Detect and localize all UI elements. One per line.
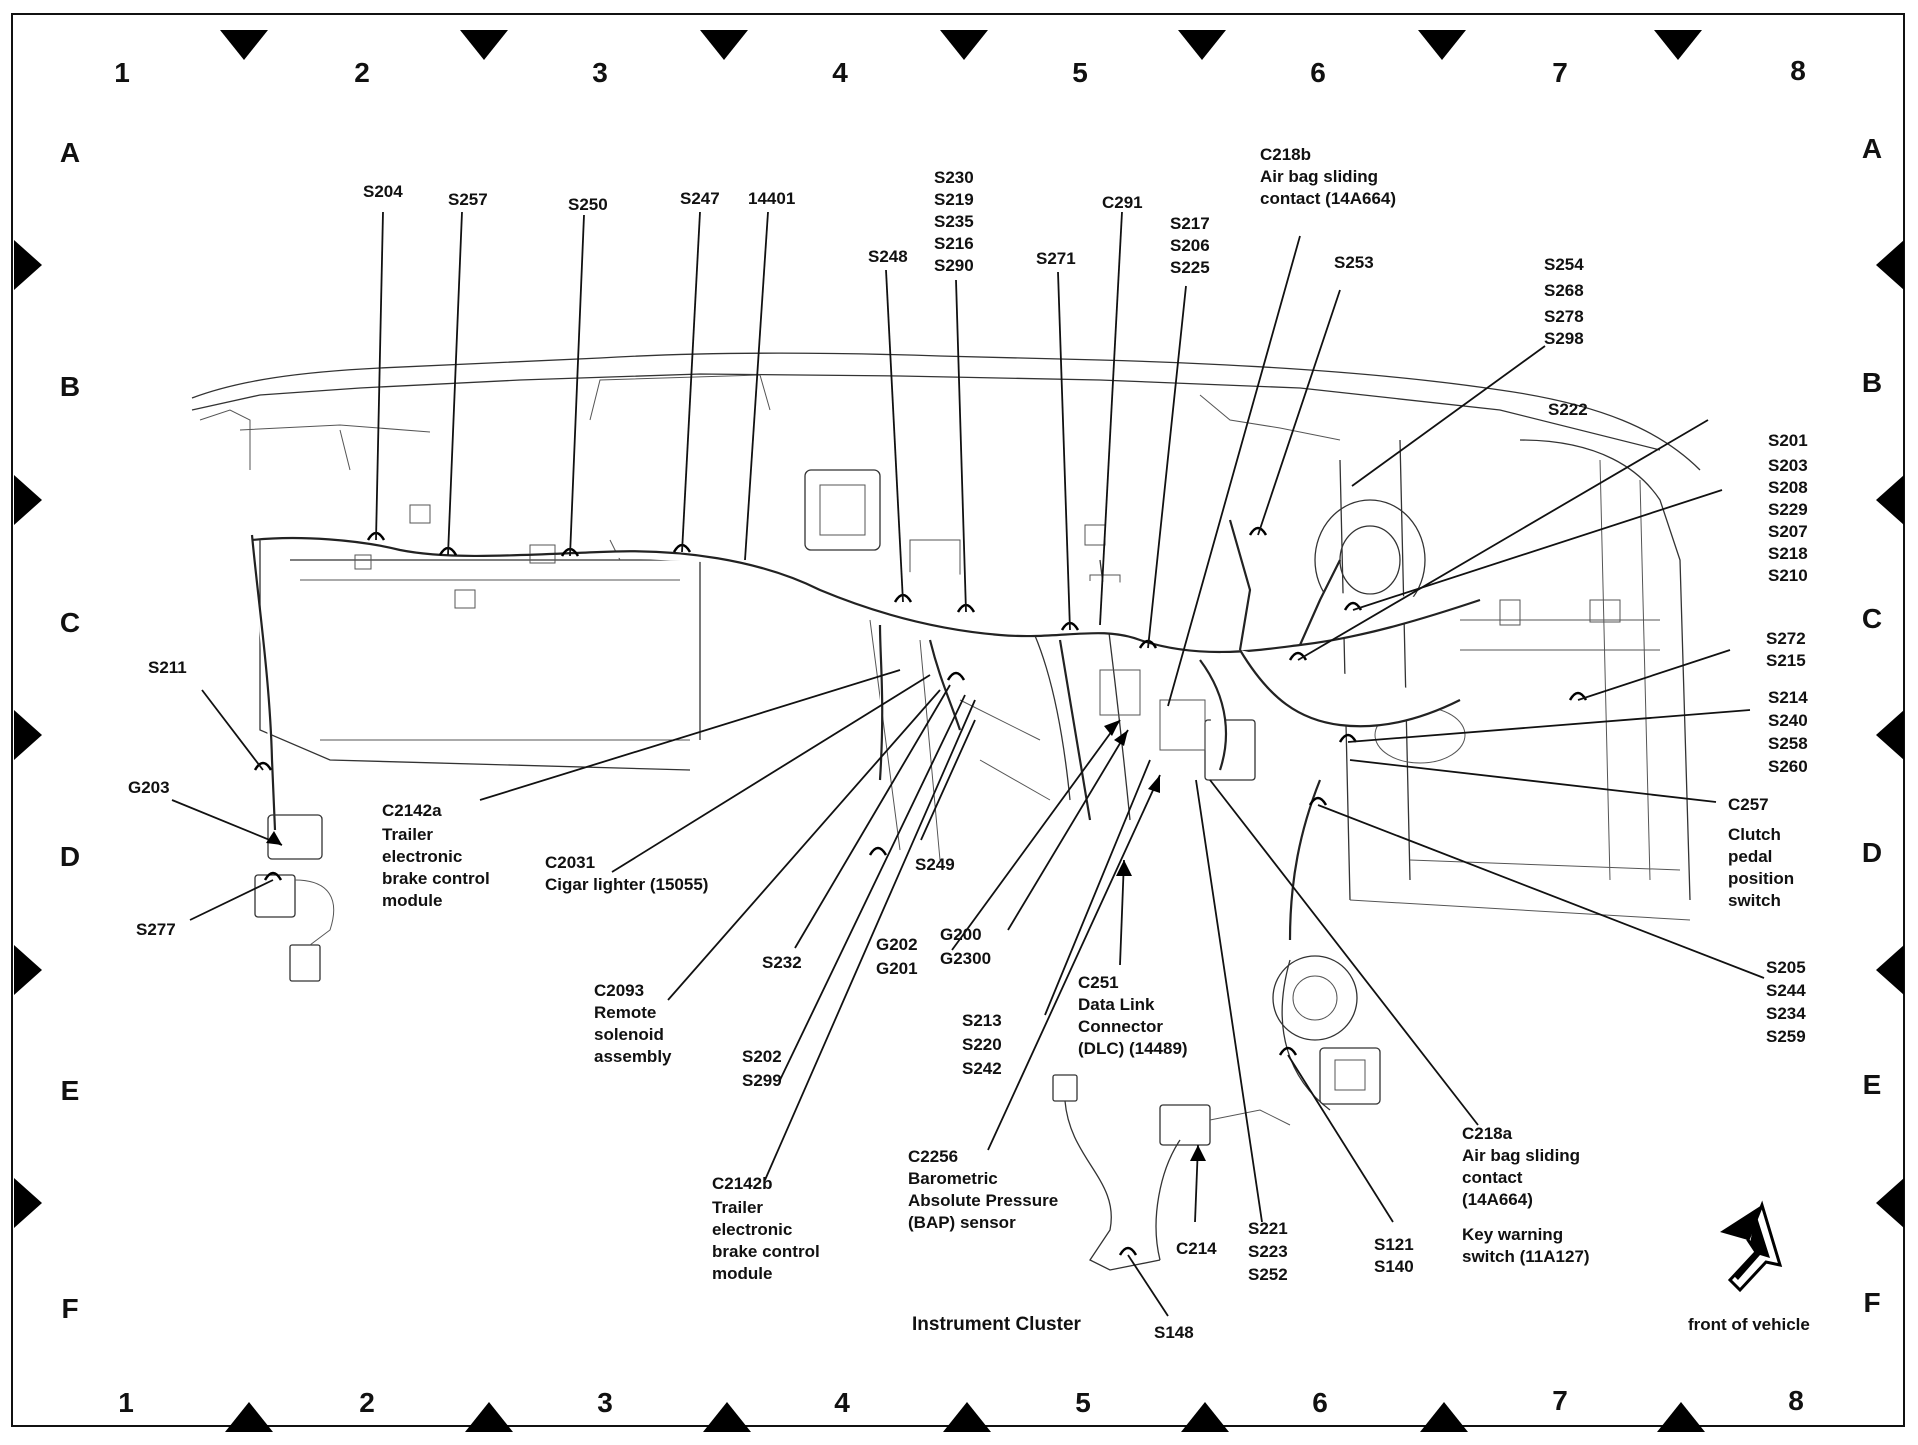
grid-bottom-7: 7 [1552,1385,1568,1416]
callout-labels: S204 S257 S250 S247 14401 S248 S230 S219… [128,145,1812,1342]
grid-bottom-4: 4 [834,1387,850,1418]
label-clutch-switch: Clutch pedal position switch [1728,825,1799,910]
label-c214: C214 [1176,1239,1217,1258]
label-s221-group: S221 S223 S252 [1248,1219,1292,1284]
label-front-of-vehicle: front of vehicle [1688,1315,1810,1334]
label-s253: S253 [1334,253,1374,272]
label-s204: S204 [363,182,403,201]
label-g202-group: G202 G201 [876,935,922,978]
label-c2142b: C2142b Trailer electronic brake control … [712,1174,824,1283]
grid-right-A: A [1862,133,1882,164]
label-s222: S222 [1548,400,1588,419]
grid-top-5: 5 [1072,57,1088,88]
main-harness [251,519,1481,941]
grid-labels: 1 2 3 4 5 6 7 8 1 2 3 4 5 6 7 8 A B C D … [60,55,1882,1418]
label-s249: S249 [915,855,955,874]
grid-top-8: 8 [1790,55,1806,86]
grid-left-C: C [60,607,80,638]
front-of-vehicle-arrow-icon [1720,1200,1783,1293]
grid-left-F: F [61,1293,78,1324]
label-c2256-bap: C2256 Barometric Absolute Pressure (BAP)… [908,1147,1063,1232]
grid-top-1: 1 [114,57,130,88]
grid-right-E: E [1863,1069,1882,1100]
grid-top-6: 6 [1310,57,1326,88]
grid-right-B: B [1862,367,1882,398]
label-s121-group: S121 S140 [1374,1235,1418,1276]
label-s271: S271 [1036,249,1076,268]
grid-top-7: 7 [1552,57,1568,88]
grid-bottom-6: 6 [1312,1387,1328,1418]
grid-right-F: F [1863,1287,1880,1318]
grid-top-2: 2 [354,57,370,88]
label-s202-group: S202 S299 [742,1047,786,1090]
top-grid-markers [220,30,1702,60]
grid-bottom-1: 1 [118,1387,134,1418]
grid-top-3: 3 [592,57,608,88]
grid-right-C: C [1862,603,1882,634]
label-key-warning-switch: Key warning switch (11A127) [1462,1225,1590,1266]
label-s230-group: S230 S219 S235 S216 S290 [934,168,978,275]
label-s217-group: S217 S206 S225 [1170,214,1214,277]
grid-top-4: 4 [832,57,848,88]
label-c2142a: C2142a Trailer electronic brake control … [382,801,494,910]
label-s232: S232 [762,953,802,972]
label-s201-group: S201 S203 S208 S229 S207 S218 S210 [1768,431,1812,585]
label-g200-group: G200 G2300 [940,925,991,968]
label-s250: S250 [568,195,608,214]
label-s247: S247 [680,189,720,208]
label-s248: S248 [868,247,908,266]
label-c218a: C218a Air bag sliding contact (14A664) [1462,1124,1585,1209]
label-c291: C291 [1102,193,1143,212]
grid-bottom-2: 2 [359,1387,375,1418]
label-c218b: C218b Air bag sliding contact (14A664) [1260,145,1396,208]
grid-bottom-5: 5 [1075,1387,1091,1418]
label-c257: C257 [1728,795,1769,814]
grid-bottom-8: 8 [1788,1385,1804,1416]
label-s277: S277 [136,920,176,939]
grid-left-B: B [60,371,80,402]
label-14401: 14401 [748,189,795,208]
label-g203: G203 [128,778,170,797]
label-s211: S211 [148,658,187,677]
label-s257: S257 [448,190,488,209]
grid-bottom-3: 3 [597,1387,613,1418]
grid-left-E: E [61,1075,80,1106]
bottom-grid-markers [225,1402,1705,1432]
right-grid-markers [1876,240,1904,1228]
label-s214-group: S214 S240 S258 S260 [1768,688,1812,776]
grid-left-D: D [60,841,80,872]
grid-right-D: D [1862,837,1882,868]
label-c2093: C2093 Remote solenoid assembly [594,981,672,1066]
label-s205-group: S205 S244 S234 S259 [1766,958,1810,1046]
label-s272-group: S272 S215 [1766,629,1810,670]
leader-lines [171,211,1765,1317]
label-s254-group: S254 S268 S278 S298 [1544,255,1588,348]
label-s213-group: S213 S220 S242 [962,1011,1006,1078]
label-s148: S148 [1154,1323,1194,1342]
left-grid-markers [14,240,42,1228]
label-c251-dlc: C251 Data Link Connector (DLC) (14489) [1078,973,1188,1058]
label-c2031: C2031 Cigar lighter (15055) [545,853,708,894]
label-instrument-cluster: Instrument Cluster [912,1314,1082,1335]
grid-left-A: A [60,137,80,168]
splice-markers [253,526,1588,1256]
